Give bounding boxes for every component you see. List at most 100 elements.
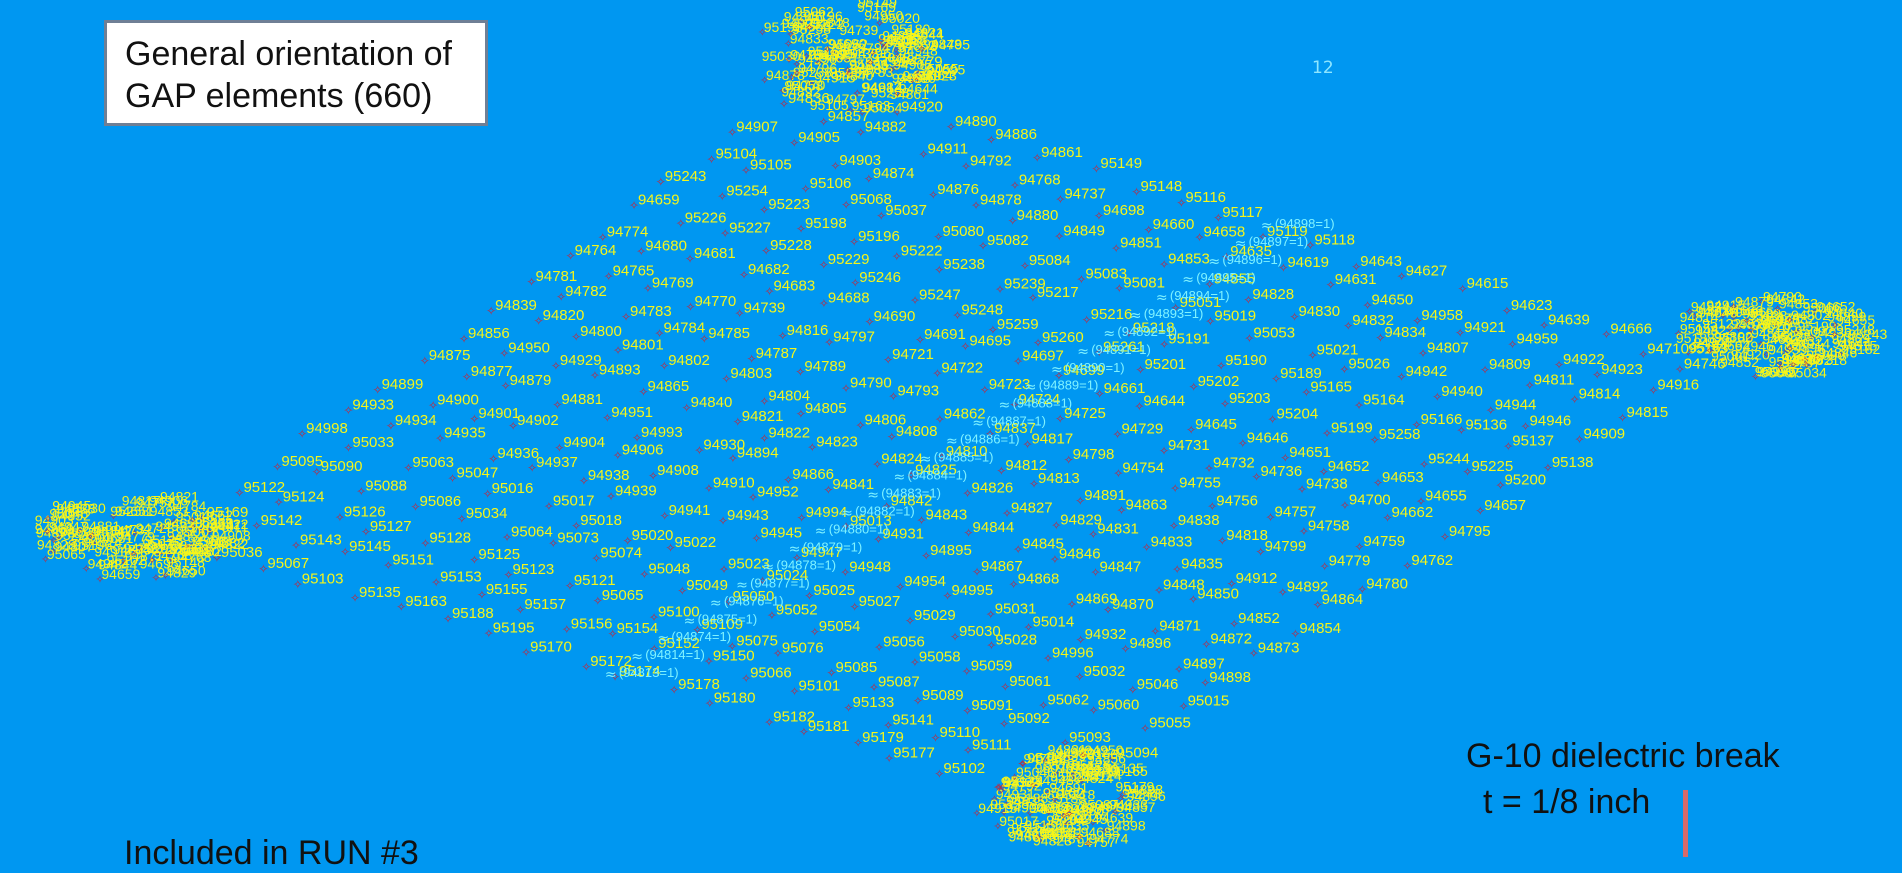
node-label: 94769 [652, 275, 694, 292]
node-marker: ✧ [961, 159, 971, 173]
cluster-label: 94809 [814, 46, 853, 62]
node-label: 94831 [1097, 521, 1139, 538]
node-marker: ✧ [718, 514, 728, 528]
node-label: 95013 [850, 512, 892, 529]
cluster-label: 94807 [55, 538, 94, 554]
node-marker: ✧ [182, 540, 191, 553]
cluster-label: 95218 [1808, 352, 1847, 368]
node-marker: ✧ [1135, 363, 1145, 377]
node-label: 95053 [1253, 324, 1295, 341]
cluster-label: 94829 [157, 565, 196, 581]
node-label: 94770 [694, 293, 736, 310]
node-marker: ✧ [565, 579, 575, 593]
node-label: 94657 [1484, 497, 1526, 514]
node-marker: ✧ [1502, 304, 1512, 318]
node-marker: ✧ [457, 512, 467, 526]
cluster-label: 94852 [52, 507, 91, 523]
node-marker: ✧ [1076, 272, 1086, 286]
node-label: 94816 [787, 322, 829, 339]
node-label: 94789 [804, 358, 846, 375]
node-marker: ✧ [1044, 806, 1053, 819]
node-marker: ✧ [1101, 825, 1110, 838]
cluster-label: 94900 [1006, 799, 1045, 815]
cluster-label: 95188 [1047, 790, 1086, 806]
cluster-label: 94835 [882, 28, 921, 44]
node-label: 94847 [1099, 559, 1141, 576]
gap-spring-icon: ≈ [684, 613, 696, 629]
cluster-label: 94732 [1784, 333, 1823, 349]
node-label: 94660 [1153, 216, 1195, 233]
node-marker: ✧ [1690, 310, 1699, 323]
node-label: 94802 [668, 352, 710, 369]
node-marker: ✧ [477, 588, 487, 602]
node-marker: ✧ [1221, 250, 1231, 264]
cluster-label: 94950 [1085, 742, 1124, 758]
node-marker: ✧ [1525, 379, 1535, 393]
node-label: 94790 [850, 374, 892, 391]
cluster-label: 95153 [1688, 341, 1727, 357]
cluster-label: 95136 [850, 56, 889, 72]
node-marker: ✧ [1475, 504, 1485, 518]
node-marker: ✧ [978, 239, 988, 253]
node-label: 95025 [813, 582, 855, 599]
cluster-label: 94683 [1762, 331, 1801, 347]
gap-spring-icon: ≈ [1103, 326, 1115, 342]
node-label: 94756 [1216, 492, 1258, 509]
node-label: 95047 [457, 465, 499, 482]
cluster-label: 94852 [1720, 354, 1759, 370]
node-marker: ✧ [910, 656, 920, 670]
node-marker: ✧ [739, 268, 749, 282]
node-marker: ✧ [773, 646, 783, 660]
cluster-label: 95198 [764, 19, 803, 35]
node-marker: ✧ [1684, 346, 1693, 359]
node-marker: ✧ [1780, 347, 1789, 360]
node-marker: ✧ [403, 461, 413, 475]
gap-spring-icon: ≈ [815, 524, 827, 540]
node-label: 94935 [444, 425, 486, 442]
node-marker: ✧ [1375, 331, 1385, 345]
cluster-label: 94906 [149, 493, 188, 509]
node-marker: ✧ [1002, 506, 1012, 520]
node-marker: ✧ [792, 551, 802, 565]
node-marker: ✧ [759, 431, 769, 445]
cluster-label: 94824 [83, 534, 122, 550]
node-label: 94899 [382, 376, 424, 393]
node-marker: ✧ [501, 379, 511, 393]
node-label: 94635 [1230, 243, 1272, 260]
node-marker: ✧ [1090, 566, 1100, 580]
node-label: 94839 [495, 297, 537, 314]
node-marker: ✧ [613, 344, 623, 358]
cluster-label: 94842 [1766, 291, 1805, 307]
node-label: 95060 [1098, 697, 1140, 714]
cluster-label: 94835 [1006, 793, 1045, 809]
cluster-label: 95154 [1011, 819, 1050, 835]
node-label: 94915 [814, 69, 856, 86]
node-marker: ✧ [1169, 519, 1179, 533]
node-marker: ✧ [1751, 370, 1760, 383]
node-marker: ✧ [632, 431, 642, 445]
gap-spring-icon: ≈ [1051, 362, 1063, 378]
node-label: 95058 [919, 649, 961, 666]
cluster-label: 94779 [116, 528, 155, 544]
node-label: 95024 [767, 567, 809, 584]
node-label: 94882 [865, 118, 907, 135]
node-label: 94825 [915, 461, 957, 478]
node-label: 94938 [588, 467, 630, 484]
cluster-label: 94824 [1074, 770, 1113, 786]
node-label: 95056 [883, 633, 925, 650]
cluster-label: 94662 [1711, 338, 1750, 354]
cluster-label: 94797 [835, 40, 874, 56]
cluster-label: 95180 [891, 21, 930, 37]
node-marker: ✧ [1124, 327, 1134, 341]
gap-label: (94880=1) [829, 522, 889, 537]
node-label: 95075 [736, 632, 778, 649]
cluster-label: 95067 [1761, 365, 1800, 381]
node-label: 94780 [1366, 576, 1408, 593]
gap-spring-icon: ≈ [1261, 218, 1273, 234]
node-marker: ✧ [1382, 511, 1392, 525]
node-marker: ✧ [508, 419, 518, 433]
node-label: 94880 [1017, 207, 1059, 224]
cluster-label: 94947 [49, 518, 88, 534]
node-label: 95106 [810, 175, 852, 192]
node-marker: ✧ [590, 368, 600, 382]
